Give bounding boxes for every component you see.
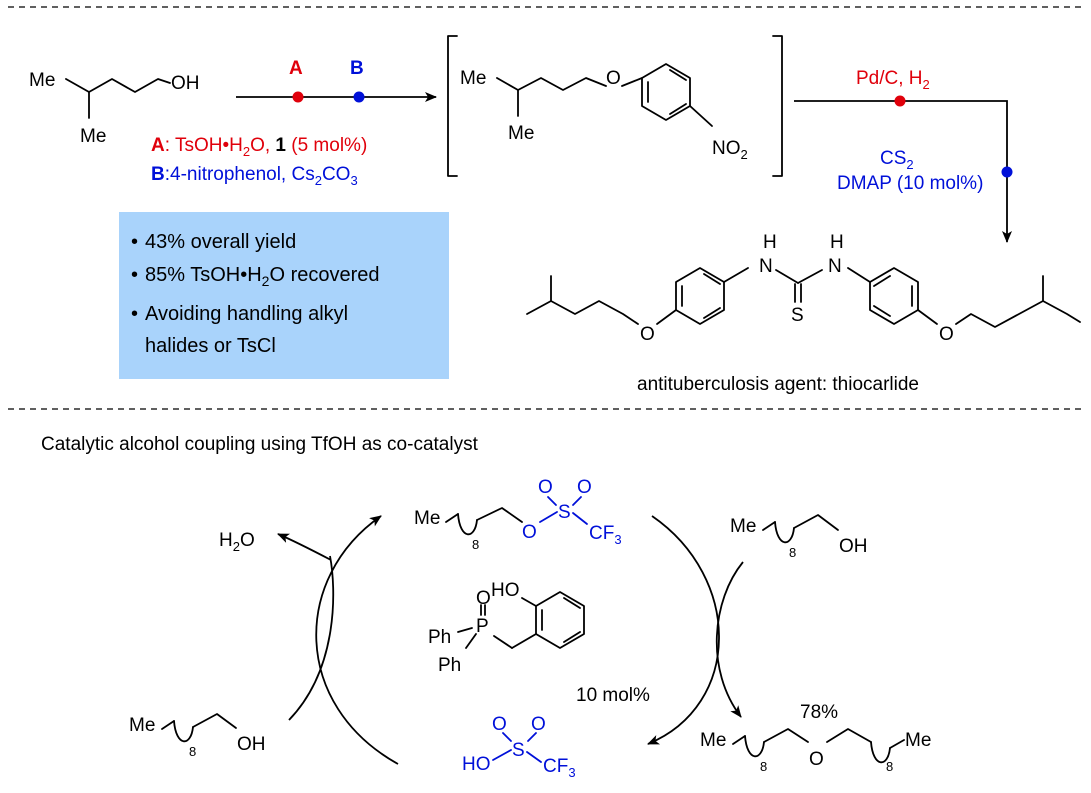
nh-hydrogen-label: H <box>763 232 777 253</box>
methyl-label: Me <box>508 123 534 144</box>
methyl-label: Me <box>29 70 55 91</box>
phosphine-oxide-catalyst: HO P O Ph Ph <box>428 580 585 676</box>
didecyl-ether: Me 8 O 8 Me <box>700 728 931 774</box>
hydrogenation-conditions: Pd/C, H2 <box>856 68 930 92</box>
repeat-count: 8 <box>472 537 479 552</box>
repeat-count: 8 <box>189 744 196 759</box>
methyl-label: Me <box>730 516 756 537</box>
cycle-heading: Catalytic alcohol coupling using TfOH as… <box>41 434 479 455</box>
summary-item: •Avoiding handling alkyl <box>131 303 349 325</box>
ether-oxygen-label: O <box>640 324 655 345</box>
step-a-label: A <box>289 58 303 79</box>
trifluoromethyl-label: CF3 <box>543 756 576 780</box>
methyl-label: Me <box>460 68 486 89</box>
step-b-label: B <box>350 58 364 79</box>
cs2-reagent: CS2 <box>880 148 914 172</box>
repeat-count: 8 <box>789 545 796 560</box>
phosphorus-label: P <box>476 616 489 637</box>
hydrogenation-dot <box>894 95 906 107</box>
condition-b: B:4-nitrophenol, Cs2CO3 <box>151 164 358 188</box>
ether-yield: 78% <box>800 702 838 723</box>
hydroxyl-label: OH <box>171 73 200 94</box>
methyl-label: Me <box>414 508 440 529</box>
hydroxyl-label: OH <box>237 734 266 755</box>
repeat-count: 8 <box>886 759 893 774</box>
phenyl-label: Ph <box>438 655 461 676</box>
summary-item: •85% TsOH•H2O recovered <box>131 264 380 289</box>
decyl-triflate: Me 8 O S O O CF3 <box>414 477 622 552</box>
phenyl-label: Ph <box>428 627 451 648</box>
phosphoryl-oxygen-label: O <box>476 588 491 609</box>
methyl-label: Me <box>80 126 106 147</box>
etherification-arrow: A B <box>236 58 437 103</box>
nh-nitrogen-label: N <box>828 256 842 277</box>
summary-item: •43% overall yield <box>131 231 297 253</box>
isoamyl-alcohol: Me Me OH <box>29 70 200 147</box>
summary-item: halides or TsCl <box>145 335 276 357</box>
trifluoromethyl-label: CF3 <box>589 523 622 547</box>
sulfur-label: S <box>512 740 525 761</box>
ether-oxygen-label: O <box>606 68 621 89</box>
nitro-label: NO2 <box>712 138 748 162</box>
decanol-left: Me 8 OH <box>129 713 266 759</box>
triflic-acid: HO S O O CF3 <box>462 714 576 780</box>
summary-list: •43% overall yield •85% TsOH•H2O recover… <box>119 212 449 361</box>
reduction-arrow <box>794 95 1013 243</box>
sulfonyl-oxygen-label: O <box>531 714 546 735</box>
decanol-right: Me 8 OH <box>730 514 868 560</box>
acid-hydroxyl-label: HO <box>462 754 491 775</box>
repeat-count: 8 <box>760 759 767 774</box>
thiourea-dot <box>1001 166 1013 178</box>
step-a-dot <box>292 91 304 103</box>
sulfonyl-oxygen-label: O <box>538 477 553 498</box>
summary-box: •43% overall yield •85% TsOH•H2O recover… <box>119 212 449 379</box>
methyl-label: Me <box>905 730 931 751</box>
sulfonyl-oxygen-label: O <box>577 477 592 498</box>
ether-oxygen-label: O <box>939 324 954 345</box>
catalytic-cycle-arcs <box>277 515 744 765</box>
nitrophenyl-ether-intermediate: Me Me O NO2 <box>460 63 748 162</box>
phenol-hydroxyl-label: HO <box>491 580 520 601</box>
dmap-reagent: DMAP (10 mol%) <box>837 173 983 194</box>
nh-nitrogen-label: N <box>759 256 773 277</box>
step-b-dot <box>353 91 365 103</box>
product-caption: antituberculosis agent: thiocarlide <box>637 374 919 395</box>
condition-a: A: TsOH•H2O, 1 (5 mol%) <box>151 135 367 159</box>
sulfonyl-oxygen-label: O <box>492 714 507 735</box>
ether-oxygen-label: O <box>809 749 824 770</box>
water-product: H2O <box>219 530 255 554</box>
hydroxyl-label: OH <box>839 536 868 557</box>
sulfur-label: S <box>558 502 571 523</box>
methyl-label: Me <box>700 730 726 751</box>
catalyst-loading: 10 mol% <box>576 685 650 706</box>
thione-sulfur-label: S <box>791 305 804 326</box>
methyl-label: Me <box>129 715 155 736</box>
ester-oxygen-label: O <box>522 522 537 543</box>
intermediate-bracket <box>447 35 783 177</box>
nh-hydrogen-label: H <box>830 232 844 253</box>
thiocarlide-structure: H N H N S O O <box>526 232 1081 345</box>
